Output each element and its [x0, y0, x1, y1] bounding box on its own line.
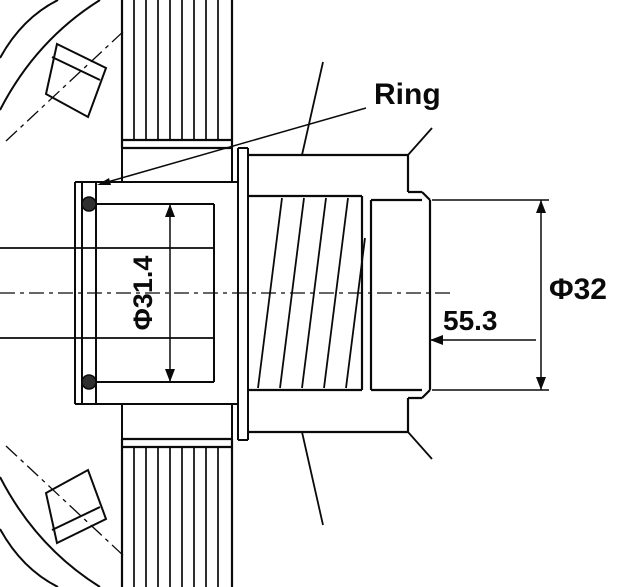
ring-leader-line: [103, 107, 367, 184]
dim-phi31-4-arrow-down: [165, 369, 175, 382]
dim-55-3: 55.3: [430, 305, 536, 345]
center-lines: [0, 28, 452, 559]
snap-ring-cross-section-bottom: [81, 374, 97, 390]
gear-teeth-bottom: [120, 437, 234, 587]
outer-diameter-label: Φ32: [549, 273, 607, 306]
axle-shaft-lines: [0, 247, 214, 339]
case-opening-edges: [301, 61, 433, 526]
dim-phi31-4-arrow-up: [165, 204, 175, 217]
snap-ring-cross-section-top: [81, 196, 97, 212]
differential-housing: [0, 0, 233, 587]
ring-callout: Ring: [97, 78, 441, 185]
dim-55-3-arrow-left: [430, 335, 443, 345]
housing-arc-top-left: [0, 0, 101, 111]
pinion-axis-bottom: [5, 445, 127, 559]
dim-phi32: Φ32: [432, 199, 607, 391]
ring-label: Ring: [374, 78, 441, 111]
dim-phi31-4: Φ31.4: [128, 204, 175, 382]
housing-arc-bottom-left: [0, 476, 101, 587]
pinion-wedge-top: [44, 42, 108, 119]
case-wall: [121, 148, 233, 439]
ring-leader-arrow: [97, 178, 111, 185]
pinion-wedge-bottom: [44, 468, 108, 545]
dim-phi32-arrow-up: [536, 200, 546, 213]
flange-face: [237, 147, 249, 441]
gear-teeth-top: [120, 0, 234, 150]
pinion-axis-top: [5, 28, 127, 142]
length-dimension-label: 55.3: [443, 305, 498, 336]
spline-spring-bounds: [248, 194, 362, 392]
dim-phi32-arrow-down: [536, 377, 546, 390]
bore-diameter-label: Φ31.4: [128, 256, 158, 331]
snap-ring-cross-sections: [81, 196, 97, 390]
